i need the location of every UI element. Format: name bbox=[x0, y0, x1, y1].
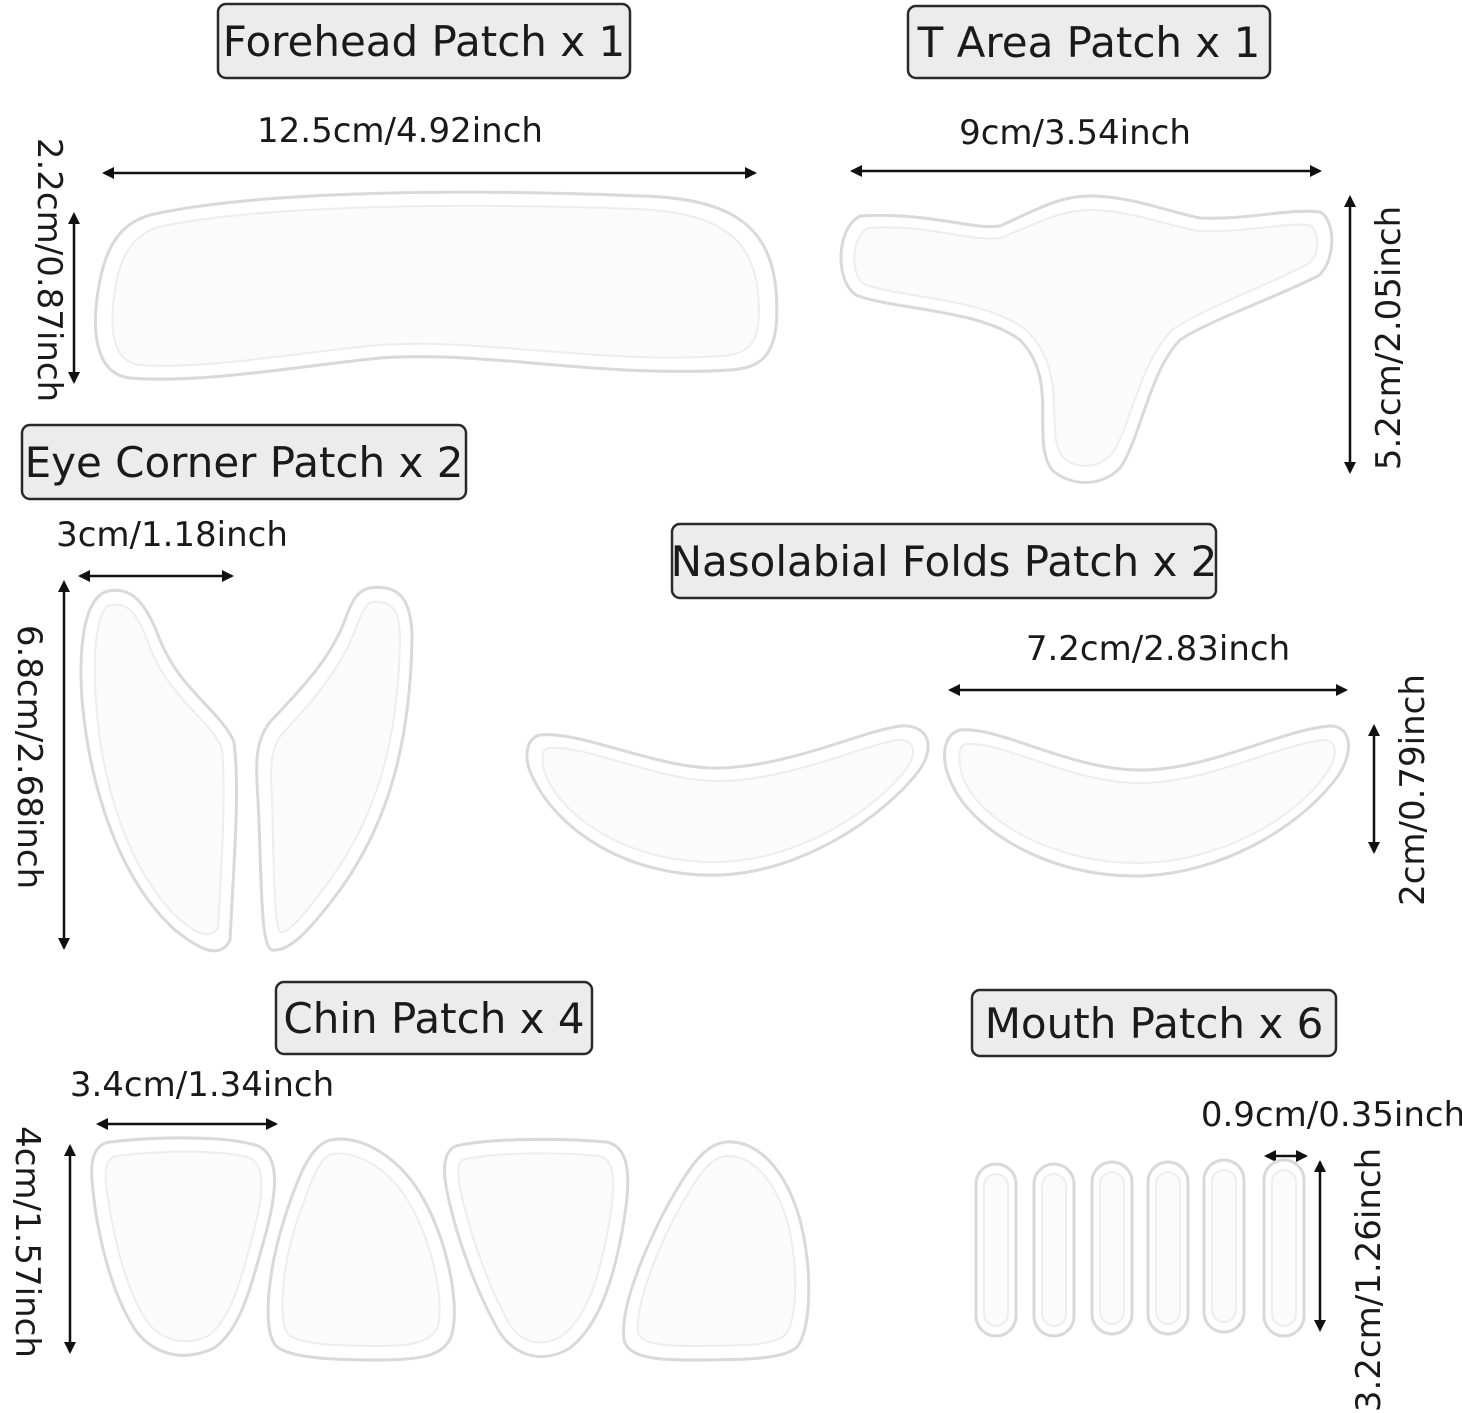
eye-corner-label-box bbox=[20, 423, 468, 501]
mouth-section: Mouth Patch x 6 0.9cm/0.35inch 3.2cm/1.2… bbox=[970, 988, 1462, 1412]
chin-label-box bbox=[274, 980, 594, 1056]
chin-height-label: 4cm/1.57inch bbox=[7, 1126, 47, 1358]
eye-corner-label: Eye Corner Patch x 2 bbox=[25, 438, 464, 487]
forehead-label-box bbox=[216, 2, 632, 80]
nasolabial-label-box bbox=[670, 522, 1218, 600]
forehead-width-label: 12.5cm/4.92inch bbox=[257, 111, 543, 151]
eye-corner-section: Eye Corner Patch x 2 3cm/1.18inch 6.8cm/… bbox=[9, 423, 468, 953]
forehead-label: Forehead Patch x 1 bbox=[223, 17, 625, 66]
chin-width-label: 3.4cm/1.34inch bbox=[70, 1065, 334, 1105]
chin-label: Chin Patch x 4 bbox=[283, 994, 584, 1043]
mouth-label-box bbox=[970, 988, 1338, 1058]
mouth-label: Mouth Patch x 6 bbox=[985, 999, 1324, 1048]
forehead-height-label: 2.2cm/0.87inch bbox=[29, 138, 69, 402]
chin-section: Chin Patch x 4 3.4cm/1.34inch 4cm/1.57in… bbox=[7, 980, 811, 1362]
nasolabial-width-label: 7.2cm/2.83inch bbox=[1026, 629, 1290, 669]
t-area-label-box bbox=[906, 4, 1272, 80]
t-area-width-label: 9cm/3.54inch bbox=[959, 113, 1191, 153]
nasolabial-section: Nasolabial Folds Patch x 2 7.2cm/2.83inc… bbox=[525, 522, 1433, 906]
mouth-width-label: 0.9cm/0.35inch bbox=[1201, 1095, 1462, 1135]
nasolabial-height-label: 2cm/0.79inch bbox=[1393, 674, 1433, 906]
eye-corner-width-label: 3cm/1.18inch bbox=[56, 515, 288, 555]
forehead-section: Forehead Patch x 1 12.5cm/4.92inch 2.2cm… bbox=[29, 2, 779, 402]
mouth-height-label: 3.2cm/1.26inch bbox=[1349, 1148, 1389, 1412]
t-area-height-label: 5.2cm/2.05inch bbox=[1369, 206, 1409, 470]
nasolabial-label: Nasolabial Folds Patch x 2 bbox=[671, 537, 1218, 586]
t-area-label: T Area Patch x 1 bbox=[917, 18, 1261, 67]
eye-corner-height-label: 6.8cm/2.68inch bbox=[9, 625, 49, 889]
t-area-section: T Area Patch x 1 9cm/3.54inch 5.2cm/2.05… bbox=[839, 4, 1409, 484]
